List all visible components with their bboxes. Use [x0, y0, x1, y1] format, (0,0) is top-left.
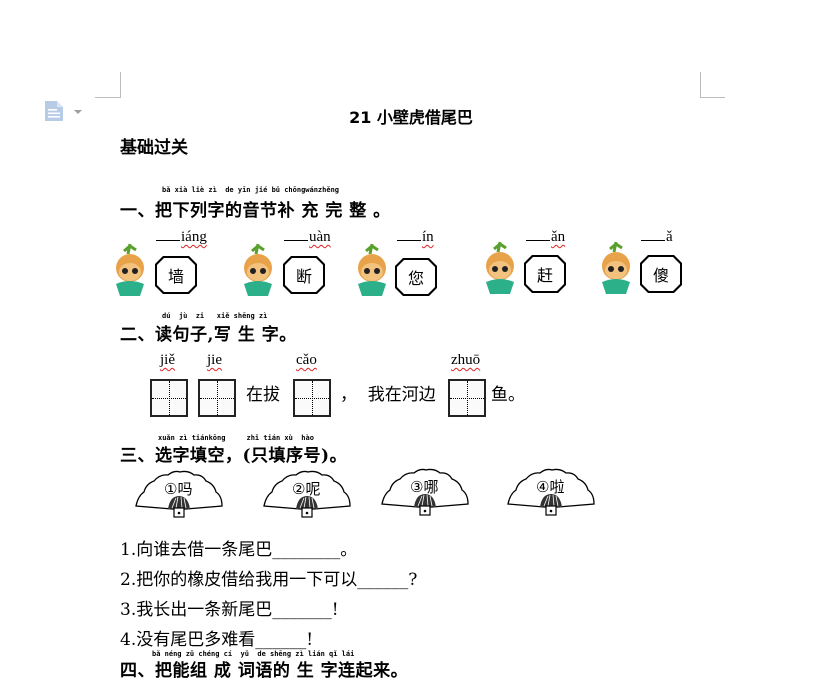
section4-pinyin-ruby: bǎ néng zǔ chéng cí yǔ de shēng zì lián … [152, 650, 355, 658]
pinyin-blank[interactable]: ín [397, 229, 434, 246]
pinyin-label: cǎo [296, 352, 317, 368]
question-4: 4.没有尾巴多难看______! [120, 630, 314, 650]
sentence-text: ， 我在河边 [340, 385, 436, 405]
pinyin-blank[interactable]: ǎn [526, 229, 565, 246]
pinyin-blank[interactable]: iáng [156, 229, 207, 246]
question-2: 2.把你的橡皮借给我用一下可以______? [120, 570, 418, 590]
chevron-down-icon[interactable] [74, 110, 82, 114]
pinyin-blank[interactable]: ǎ [641, 229, 673, 246]
paste-options-icon[interactable] [44, 100, 64, 122]
section4-heading: 四、把能组 成 词语的 生 字连起来。 [120, 661, 409, 681]
writing-grid-box[interactable] [150, 379, 188, 417]
sentence-text: 在拔 [246, 385, 280, 405]
onion-mascot-icon [358, 243, 386, 296]
char-box: 您 [395, 258, 437, 296]
fan-option-label: ②呢 [292, 480, 321, 498]
pinyin-label: zhuō [451, 352, 481, 368]
writing-grid-box[interactable] [198, 379, 236, 417]
section3-heading: 三、选字填空，(只填序号)。 [120, 446, 348, 466]
margin-mark-top-right-h [700, 97, 725, 98]
margin-mark-top-right [700, 72, 701, 98]
section1-heading: 一、把下列字的音节补 充 完 整 。 [120, 201, 391, 221]
pinyin-blank[interactable]: uàn [284, 229, 331, 246]
char-box: 墙 [155, 256, 197, 294]
section2-heading: 二、读句子,写 生 字。 [120, 325, 297, 345]
pinyin-label: jiě [160, 352, 175, 368]
sentence-text: 鱼。 [491, 385, 525, 405]
fan-option-label: ③哪 [410, 478, 439, 496]
onion-mascot-icon [244, 243, 272, 296]
writing-grid-box[interactable] [448, 379, 486, 417]
fan-option-label: ①吗 [164, 480, 193, 498]
folding-fan-icon [135, 470, 223, 518]
page-title: 21 小壁虎借尾巴 [349, 108, 473, 127]
section3-pinyin-ruby: xuǎn zì tiánkōng zhǐ tián xù hào [158, 434, 314, 442]
fan-option-label: ④啦 [536, 478, 565, 496]
section1-pinyin-ruby: bǎ xià liè zì de yīn jié bǔ chōngwánzhěn… [162, 186, 340, 194]
onion-mascot-icon [602, 241, 630, 294]
onion-mascot-icon [486, 241, 514, 294]
char-box: 赶 [524, 255, 566, 293]
writing-grid-box[interactable] [293, 379, 331, 417]
subtitle: 基础过关 [120, 138, 188, 158]
margin-mark-top-left [120, 72, 121, 98]
question-3: 3.我长出一条新尾巴_______! [120, 600, 339, 620]
folding-fan-icon [507, 468, 595, 516]
question-1: 1.向谁去借一条尾巴________。 [120, 540, 358, 560]
pinyin-label: jie [207, 352, 222, 368]
section2-pinyin-ruby: dú jù zi xiě shēng zì [162, 312, 268, 320]
margin-mark-top-left-h [95, 97, 121, 98]
char-box: 断 [283, 256, 325, 294]
folding-fan-icon [381, 468, 469, 516]
char-box: 傻 [640, 255, 682, 293]
folding-fan-icon [263, 470, 351, 518]
onion-mascot-icon [116, 243, 144, 296]
